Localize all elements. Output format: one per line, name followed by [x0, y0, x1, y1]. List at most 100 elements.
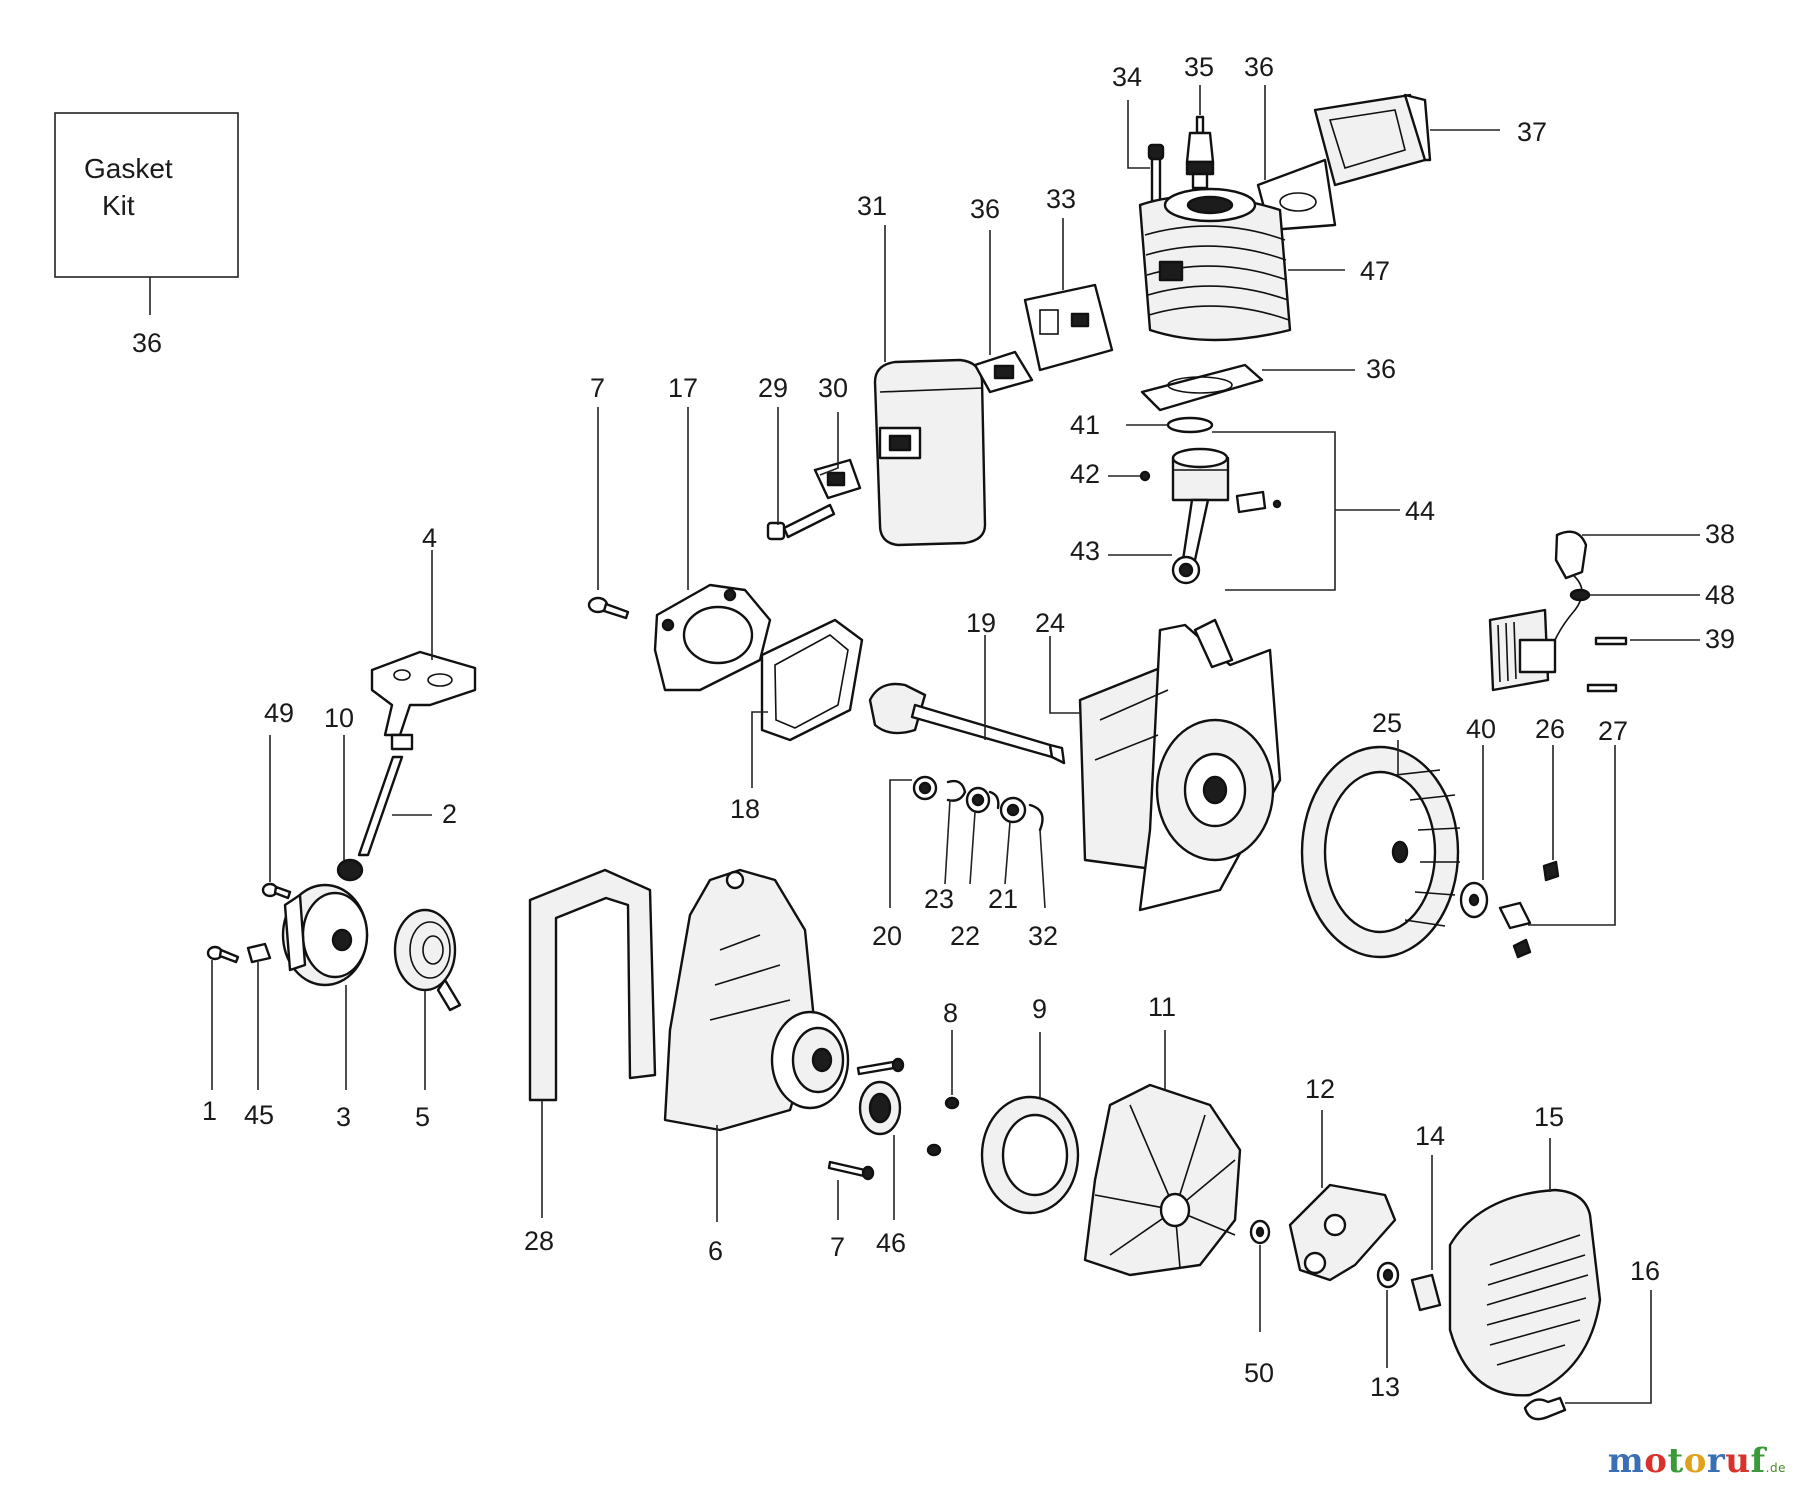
callout-label: 36	[970, 194, 1000, 224]
part-piston-rod	[1171, 447, 1282, 585]
callout-label: 16	[1630, 1256, 1660, 1286]
watermark-letter: o	[1683, 1441, 1707, 1481]
kit-title-line2: Kit	[102, 190, 135, 221]
part-1-45-small	[206, 942, 272, 964]
callout-label: 14	[1415, 1121, 1445, 1151]
part-18-gasket	[760, 618, 864, 742]
callout-label: 34	[1112, 62, 1142, 92]
callout-label: 39	[1705, 624, 1735, 654]
part-20-23-22-21-32-seals	[912, 775, 1044, 832]
part-17-bracket	[653, 583, 772, 692]
callout-label: 6	[708, 1236, 723, 1266]
callout-label: 12	[1305, 1074, 1335, 1104]
callout-label: 32	[1028, 921, 1058, 951]
gasket-kit-box: Gasket Kit 36	[54, 112, 239, 358]
callout-label: 23	[924, 884, 954, 914]
callout-label: 19	[966, 608, 996, 638]
part-36-gasket-base	[1140, 363, 1264, 412]
callout-label: 41	[1070, 410, 1100, 440]
callout-label: 36	[1366, 354, 1396, 384]
part-5-recoil-spring	[393, 908, 462, 1012]
watermark-letter: r	[1706, 1441, 1726, 1481]
part-24-crankcase	[1078, 618, 1282, 912]
callout-label: 25	[1372, 708, 1402, 738]
callout-label: 43	[1070, 536, 1100, 566]
callout-label: 30	[818, 373, 848, 403]
part-9-cup	[980, 1095, 1080, 1215]
callout-label: 9	[1032, 994, 1047, 1024]
part-35-spark-plug	[1185, 115, 1215, 190]
part-38-48-39-ignition	[1488, 530, 1628, 693]
callout-label: 26	[1535, 714, 1565, 744]
part-shapes	[206, 93, 1628, 1421]
callout-label: 35	[1184, 52, 1214, 82]
part-33-plate	[1023, 283, 1114, 372]
callout-label: 33	[1046, 184, 1076, 214]
kit-part-number: 36	[132, 328, 162, 358]
part-15-cover	[1448, 1188, 1602, 1397]
part-31-muffler	[873, 358, 987, 547]
callout-label: 1	[202, 1096, 217, 1126]
callout-label: 8	[943, 998, 958, 1028]
part-7-8-lower-screws	[827, 1057, 960, 1181]
callout-label: 38	[1705, 519, 1735, 549]
callout-label: 49	[264, 698, 294, 728]
callout-label: 21	[988, 884, 1018, 914]
part-41-ring	[1166, 416, 1214, 434]
callout-label: 18	[730, 794, 760, 824]
callout-label: 15	[1534, 1102, 1564, 1132]
watermark-logo: motoruf.de	[1608, 1441, 1786, 1481]
part-34-screw	[1147, 143, 1165, 203]
part-10-49-small	[261, 858, 364, 900]
callout-label: 42	[1070, 459, 1100, 489]
watermark-letter: u	[1725, 1441, 1751, 1481]
part-19-crankshaft	[868, 682, 1066, 765]
callout-label: 47	[1360, 256, 1390, 286]
callout-label: 2	[442, 799, 457, 829]
watermark-letter: m	[1607, 1441, 1645, 1481]
callout-label: 24	[1035, 608, 1065, 638]
part-40-26-27-hardware	[1459, 860, 1560, 959]
part-3-pulley	[281, 883, 369, 987]
callout-label: 7	[830, 1232, 845, 1262]
callout-label: 50	[1244, 1358, 1274, 1388]
callout-label: 48	[1705, 580, 1735, 610]
part-7-screw-upper	[587, 596, 630, 620]
callout-label: 5	[415, 1102, 430, 1132]
callout-label: 29	[758, 373, 788, 403]
callout-label: 13	[1370, 1372, 1400, 1402]
watermark-letter: t	[1667, 1441, 1684, 1481]
part-28-frame	[528, 868, 657, 1102]
part-37-filter	[1313, 93, 1432, 187]
part-29-bolt	[766, 503, 836, 541]
callout-label: 45	[244, 1100, 274, 1130]
callout-label: 44	[1405, 496, 1435, 526]
callout-labels: 34 35 36 37 31 36 33 47 36 7 17 29 30 41…	[202, 52, 1735, 1402]
callout-label: 17	[668, 373, 698, 403]
leader-lines	[211, 85, 1700, 1404]
part-46-bushing	[858, 1080, 902, 1136]
watermark-text: motoruf	[1608, 1441, 1766, 1481]
watermark-letter: f	[1750, 1441, 1766, 1481]
callout-label: 46	[876, 1228, 906, 1258]
callout-label: 10	[324, 703, 354, 733]
callout-label: 37	[1517, 117, 1547, 147]
callout-label: 3	[336, 1102, 351, 1132]
callout-label: 11	[1148, 992, 1176, 1022]
part-16-clip	[1523, 1396, 1567, 1421]
callout-label: 4	[422, 523, 437, 553]
kit-title-line1: Gasket	[84, 153, 173, 184]
callout-label: 40	[1466, 714, 1496, 744]
callout-label: 22	[950, 921, 980, 951]
callout-label: 20	[872, 921, 902, 951]
part-47-cylinder	[1138, 187, 1292, 342]
callout-label: 31	[857, 191, 887, 221]
callout-label: 7	[590, 373, 605, 403]
callout-label: 27	[1598, 716, 1628, 746]
watermark-tld: .de	[1765, 1461, 1786, 1475]
part-4-2-starter-handle-rope	[357, 650, 477, 857]
part-50-12-13-14	[1249, 1183, 1442, 1312]
watermark-letter: o	[1644, 1441, 1668, 1481]
part-6-fan-housing	[663, 868, 850, 1132]
